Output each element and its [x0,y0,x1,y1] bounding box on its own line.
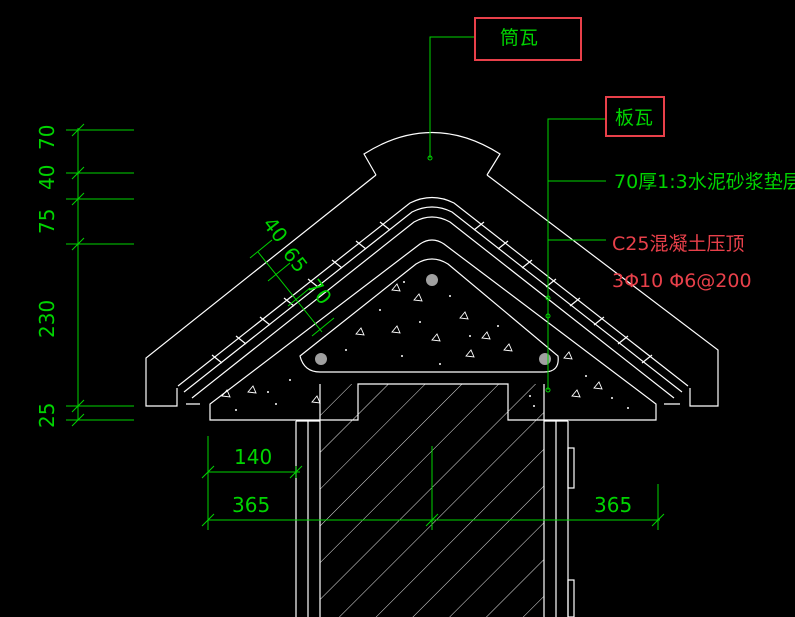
dim-70: 70 [35,125,59,150]
flat-tile-layers [177,196,689,405]
tube-tile-highlight [474,17,582,61]
concrete-speckles [221,283,603,404]
vertical-dimensions: 70 40 75 230 25 [35,123,134,428]
dim-75: 75 [35,209,59,234]
horizontal-dimensions: 140 365 365 [201,436,665,530]
tube-tile-outline [145,132,719,407]
dim-diag-65: 65 [278,242,313,277]
rebar-top [426,274,438,286]
flat-tile-label: 板瓦 [615,107,653,129]
tube-tile-label: 筒瓦 [500,27,538,49]
mortar-bed-label: 70厚1:3水泥砂浆垫层 [614,171,795,193]
rebar-right [539,353,551,365]
dim-365-right: 365 [594,493,632,517]
dim-365-left: 365 [232,493,270,517]
leader-lines [427,36,606,393]
concrete-cap-label: C25混凝土压顶 [612,233,744,255]
dim-40: 40 [35,165,59,190]
dim-diag-40: 40 [258,212,293,247]
dim-diag-70: 70 [302,274,337,309]
concrete-cap [209,239,657,421]
dim-230: 230 [35,300,59,338]
flat-tile-highlight [605,96,665,137]
rebar-label: 3Φ10 Φ6@200 [612,270,752,292]
dim-25: 25 [35,403,59,428]
dim-140: 140 [234,445,272,469]
rebar-left [315,353,327,365]
wall [295,384,575,617]
annotations: 筒瓦 板瓦 70厚1:3水泥砂浆垫层 C25混凝土压顶 3Φ10 Φ6@200 [474,17,795,292]
